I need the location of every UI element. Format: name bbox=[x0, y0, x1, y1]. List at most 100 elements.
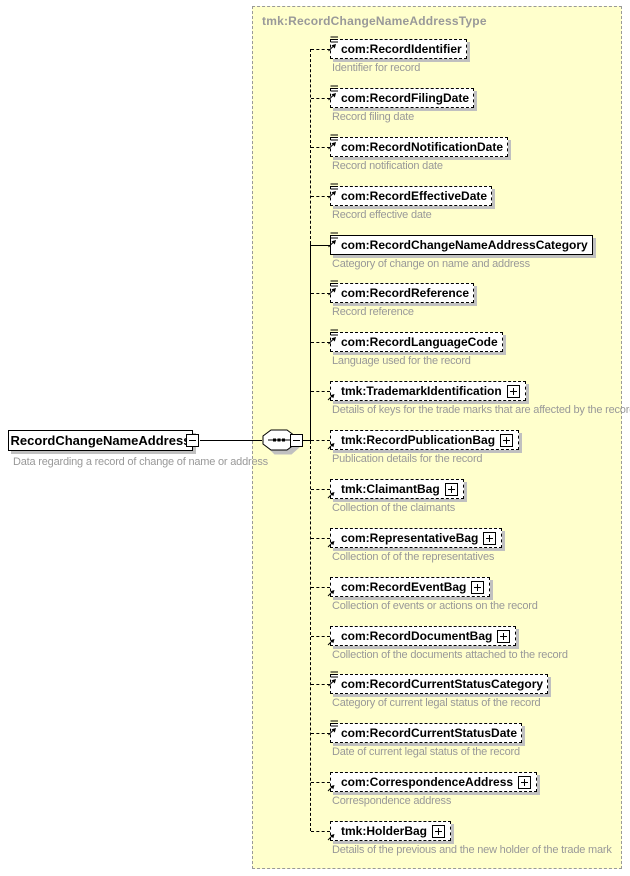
expand-button[interactable] bbox=[444, 482, 458, 496]
element-description: Collection of of the representatives bbox=[332, 551, 495, 563]
text-element-ref-icon bbox=[328, 280, 338, 296]
element-description: Date of current legal status of the reco… bbox=[332, 746, 520, 758]
text-element-ref-icon bbox=[328, 85, 338, 101]
connector-stub bbox=[311, 245, 330, 246]
element-box[interactable]: com:RecordCurrentStatusCategory bbox=[328, 671, 549, 694]
connector-line bbox=[303, 440, 311, 441]
element-ref-icon bbox=[327, 394, 335, 401]
text-element-ref-icon bbox=[328, 134, 338, 150]
element-box[interactable]: com:RecordReference bbox=[328, 280, 475, 303]
connector-stub bbox=[311, 440, 330, 441]
text-element-ref-icon bbox=[328, 183, 338, 199]
element-name: com:RecordCurrentStatusCategory bbox=[341, 677, 544, 691]
type-title: tmk:RecordChangeNameAddressType bbox=[262, 14, 487, 28]
connector-stub bbox=[311, 49, 330, 50]
element-name: com:RecordCurrentStatusDate bbox=[341, 726, 518, 740]
element-description: Details of keys for the trade marks that… bbox=[332, 404, 630, 416]
text-element-ref-icon bbox=[328, 329, 338, 345]
element-box[interactable]: tmk:ClaimantBag bbox=[327, 479, 464, 499]
element-box[interactable]: com:RecordLanguageCode bbox=[328, 329, 503, 352]
element-box[interactable]: tmk:TrademarkIdentification bbox=[327, 381, 526, 401]
connector-line bbox=[200, 440, 262, 441]
connector-stub bbox=[311, 293, 330, 294]
connector-stub bbox=[311, 147, 330, 148]
element-description: Collection of events or actions on the r… bbox=[332, 600, 538, 612]
element-box[interactable]: com:RecordFilingDate bbox=[328, 85, 475, 108]
connector-stub bbox=[311, 831, 330, 832]
root-element-label: RecordChangeNameAddress bbox=[10, 433, 191, 448]
element-name: com:RecordEffectiveDate bbox=[341, 189, 488, 203]
element-name: com:RecordChangeNameAddressCategory bbox=[341, 238, 588, 252]
element-description: Category of current legal status of the … bbox=[332, 697, 541, 709]
element-description: Record effective date bbox=[332, 209, 432, 221]
element-box[interactable]: tmk:HolderBag bbox=[327, 821, 452, 841]
element-description: Publication details for the record bbox=[332, 453, 483, 465]
trunk-line bbox=[310, 49, 311, 244]
element-ref-icon bbox=[327, 541, 335, 548]
element-name: com:RecordEventBag bbox=[341, 580, 467, 594]
element-box[interactable]: com:CorrespondenceAddress bbox=[327, 772, 538, 792]
connector-stub bbox=[311, 733, 330, 734]
element-box[interactable]: com:RepresentativeBag bbox=[327, 528, 503, 548]
expand-button[interactable] bbox=[483, 531, 497, 545]
root-element-description: Data regarding a record of change of nam… bbox=[13, 456, 268, 468]
element-description: Record reference bbox=[332, 306, 414, 318]
element-box[interactable]: com:RecordEventBag bbox=[327, 577, 491, 597]
element-description: Category of change on name and address bbox=[332, 258, 530, 270]
trunk-line bbox=[310, 244, 311, 441]
element-box[interactable]: com:RecordCurrentStatusDate bbox=[328, 720, 523, 743]
text-element-ref-icon bbox=[328, 232, 338, 248]
connector-stub bbox=[311, 636, 330, 637]
element-description: Correspondence address bbox=[332, 795, 452, 807]
connector-stub bbox=[311, 489, 330, 490]
element-ref-icon bbox=[327, 443, 335, 450]
element-box[interactable]: tmk:RecordPublicationBag bbox=[327, 430, 520, 450]
expand-button[interactable] bbox=[518, 775, 532, 789]
element-box[interactable]: com:RecordDocumentBag bbox=[327, 626, 517, 646]
element-name: com:RepresentativeBag bbox=[341, 531, 479, 545]
element-name: tmk:TrademarkIdentification bbox=[341, 384, 502, 398]
expand-button[interactable] bbox=[471, 580, 485, 594]
expand-button[interactable] bbox=[506, 384, 520, 398]
element-box[interactable]: com:RecordChangeNameAddressCategory bbox=[328, 232, 593, 255]
element-description: Language used for the record bbox=[332, 355, 471, 367]
trunk-line bbox=[310, 441, 311, 831]
element-ref-icon bbox=[327, 785, 335, 792]
element-box[interactable]: com:RecordNotificationDate bbox=[328, 134, 509, 157]
connector-stub bbox=[311, 782, 330, 783]
expand-button[interactable] bbox=[432, 824, 446, 838]
element-box[interactable]: com:RecordIdentifier bbox=[328, 36, 467, 59]
element-description: Record filing date bbox=[332, 111, 415, 123]
element-ref-icon bbox=[327, 834, 335, 841]
expand-button[interactable] bbox=[497, 629, 511, 643]
element-ref-icon bbox=[327, 590, 335, 597]
element-name: tmk:RecordPublicationBag bbox=[341, 433, 496, 447]
expand-button[interactable] bbox=[500, 433, 514, 447]
root-element-box[interactable]: RecordChangeNameAddress bbox=[8, 430, 193, 451]
element-name: com:RecordReference bbox=[341, 286, 470, 300]
collapse-button[interactable] bbox=[186, 434, 199, 447]
element-name: com:RecordIdentifier bbox=[341, 42, 462, 56]
connector-stub bbox=[311, 342, 330, 343]
element-description: Record notification date bbox=[332, 160, 443, 172]
element-ref-icon bbox=[327, 492, 335, 499]
element-name: com:RecordFilingDate bbox=[341, 91, 470, 105]
text-element-ref-icon bbox=[328, 36, 338, 52]
element-name: tmk:ClaimantBag bbox=[341, 482, 440, 496]
element-box[interactable]: com:RecordEffectiveDate bbox=[328, 183, 493, 206]
element-name: com:RecordDocumentBag bbox=[341, 629, 493, 643]
text-element-ref-icon bbox=[328, 671, 338, 687]
element-description: Collection of the documents attached to … bbox=[332, 649, 568, 661]
connector-stub bbox=[311, 391, 330, 392]
text-element-ref-icon bbox=[328, 720, 338, 736]
element-name: com:RecordNotificationDate bbox=[341, 140, 504, 154]
element-name: com:RecordLanguageCode bbox=[341, 335, 498, 349]
element-name: tmk:HolderBag bbox=[341, 824, 428, 838]
connector-stub bbox=[311, 538, 330, 539]
sequence-collapse-button[interactable] bbox=[290, 434, 303, 447]
element-ref-icon bbox=[327, 639, 335, 646]
connector-stub bbox=[311, 196, 330, 197]
element-description: Identifier for record bbox=[332, 62, 421, 74]
element-description: Collection of the claimants bbox=[332, 502, 455, 514]
